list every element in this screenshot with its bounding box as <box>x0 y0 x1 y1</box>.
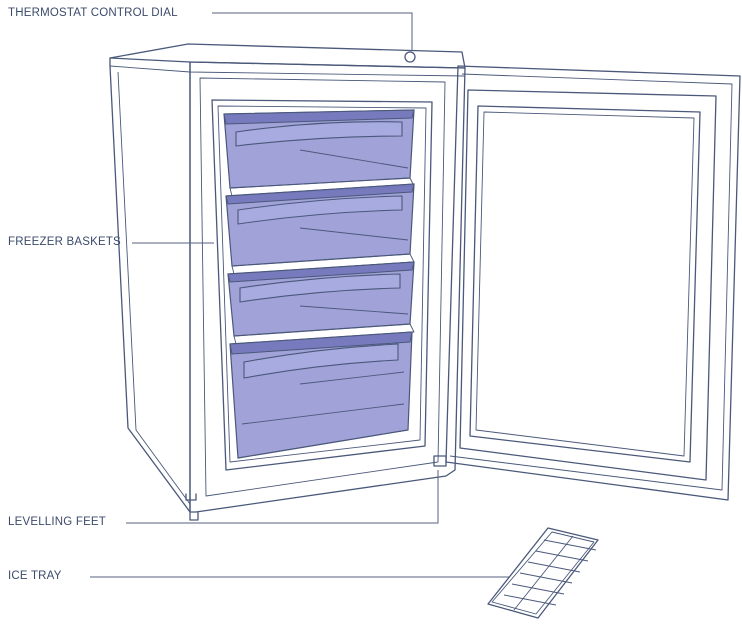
basket-2 <box>225 183 415 275</box>
ice-tray-label: ICE TRAY <box>8 570 62 582</box>
freezer-door <box>433 65 741 501</box>
basket-4 <box>229 331 413 459</box>
basket-3 <box>227 261 415 345</box>
thermostat-control-dial-label: THERMOSTAT CONTROL DIAL <box>8 7 178 19</box>
freezer-cabinet <box>109 43 466 521</box>
thermostat-dial-icon <box>404 51 416 63</box>
levelling-feet-label: LEVELLING FEET <box>8 516 107 528</box>
freezer-baskets-label: FREEZER BASKETS <box>8 236 121 248</box>
freezer-baskets <box>223 109 415 459</box>
ice-tray-icon <box>487 527 599 619</box>
leader-lines <box>90 12 510 578</box>
basket-1 <box>223 109 415 197</box>
